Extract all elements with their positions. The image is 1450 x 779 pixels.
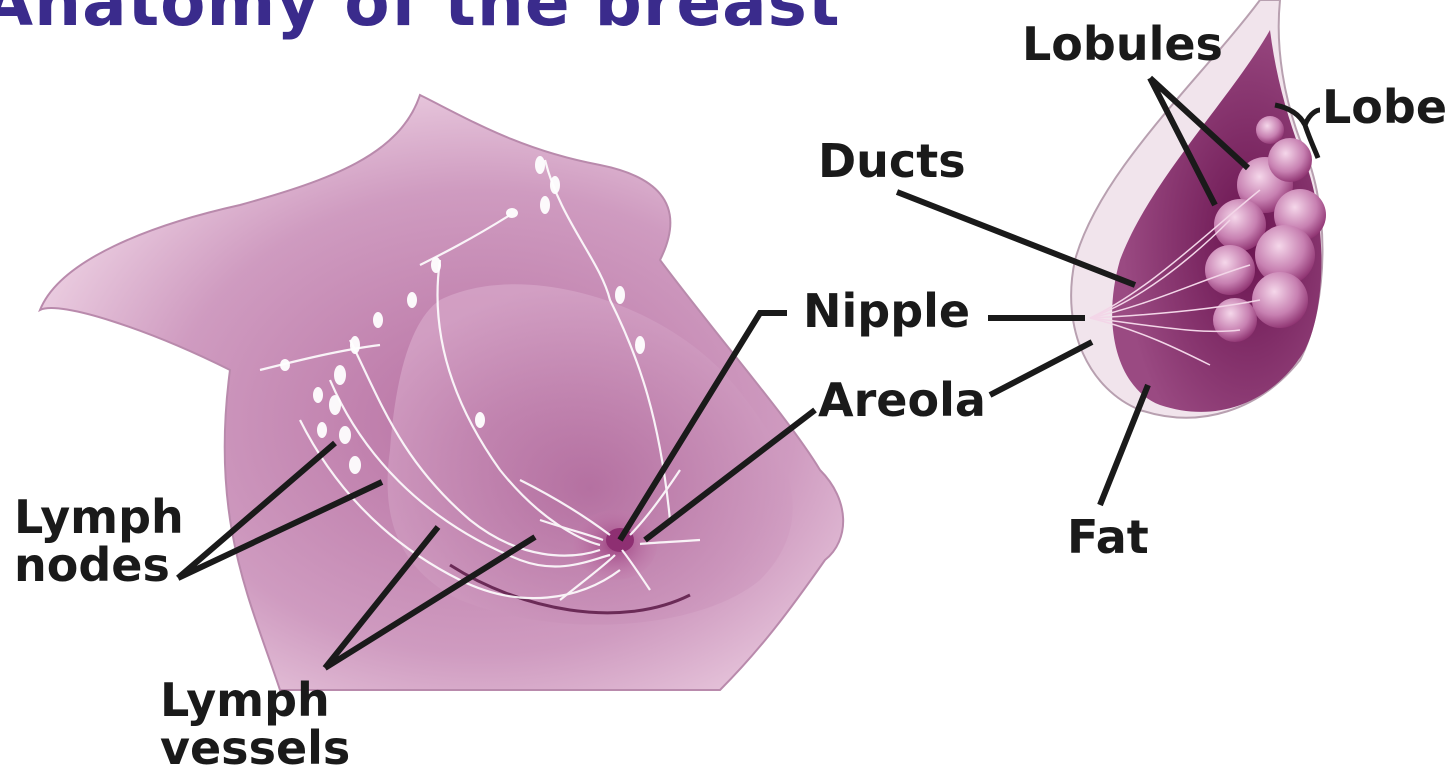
label-lymph-vessels-line2: vessels xyxy=(160,724,350,772)
label-lymph-nodes-line1: Lymph xyxy=(14,493,184,541)
leader-areola-right xyxy=(990,342,1092,395)
label-areola: Areola xyxy=(818,376,986,424)
label-lobe: Lobe xyxy=(1322,83,1447,131)
label-lymph-nodes-line2: nodes xyxy=(14,541,184,589)
label-lobules: Lobules xyxy=(1022,20,1223,68)
label-lymph-nodes: Lymph nodes xyxy=(14,493,184,590)
label-nipple: Nipple xyxy=(803,287,970,335)
label-lymph-vessels-line1: Lymph xyxy=(160,676,350,724)
label-fat: Fat xyxy=(1067,513,1149,561)
label-lymph-vessels: Lymph vessels xyxy=(160,676,350,773)
label-ducts: Ducts xyxy=(818,137,966,185)
page-title: Anatomy of the breast xyxy=(0,0,841,36)
